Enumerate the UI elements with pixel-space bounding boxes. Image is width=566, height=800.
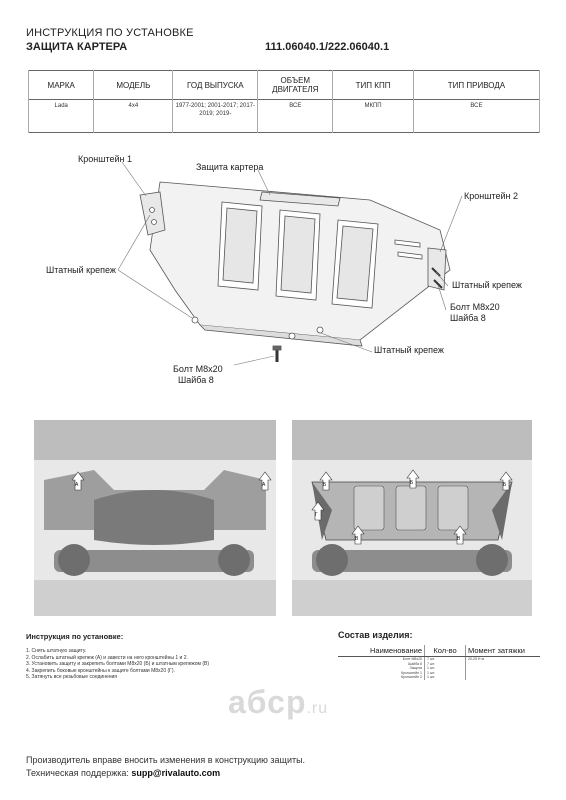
composition-qty: 7 шт. — [424, 656, 466, 662]
label-washer-right: Шайба 8 — [450, 313, 486, 323]
composition-title: Состав изделия: — [338, 630, 413, 640]
composition-row: Кронштейн 1 1 шт. — [338, 670, 540, 675]
composition-name: Защита — [409, 666, 422, 670]
composition-table: Наименование Кол-во Момент затяжки Болт … — [338, 645, 540, 680]
support-email-link[interactable]: supp@rivalauto.com — [131, 768, 221, 778]
spec-header-row: МАРКА МОДЕЛЬ ГОД ВЫПУСКА ОБЪЕМ ДВИГАТЕЛЯ… — [27, 70, 541, 100]
spec-cell: ВСЕ — [412, 99, 541, 133]
composition-header: Кол-во — [424, 645, 466, 657]
composition-name: Болт М8х20 — [402, 657, 422, 661]
label-bolt-right: Болт М8х20 — [450, 302, 500, 312]
label-std-fastener-bottom: Штатный крепеж — [374, 345, 444, 355]
composition-qty: 7 шт. — [424, 661, 466, 666]
composition-qty: 1 шт. — [424, 670, 466, 675]
instructions-list: 1. Снять штатную защиту. 2. Ослабить шта… — [26, 648, 209, 681]
label-std-fastener-right: Штатный крепеж — [452, 280, 522, 290]
bracket-2-shape — [427, 247, 447, 291]
label-guard: Защита картера — [196, 162, 264, 172]
spec-header: ТИП КПП — [332, 70, 414, 100]
marker-v-right: В — [457, 536, 461, 542]
composition-row: Кронштейн 2 1 шт. — [338, 675, 540, 680]
instruction-step: 4. Закрепить боковые кронштейны к защите… — [26, 667, 175, 674]
marker-a-right: А — [262, 482, 266, 488]
composition-name: Шайба 8 — [408, 661, 422, 666]
spec-header: ГОД ВЫПУСКА — [172, 70, 259, 100]
spec-header: МАРКА — [27, 70, 95, 100]
spec-cell: 4x4 — [93, 99, 174, 133]
spec-cell: 1977-2001; 2001-2017; 2017-2019; 2019- — [172, 99, 259, 133]
vehicle-spec-table: МАРКА МОДЕЛЬ ГОД ВЫПУСКА ОБЪЕМ ДВИГАТЕЛЯ… — [27, 70, 541, 133]
footer-support: Техническая поддержка: supp@rivalauto.co… — [26, 768, 220, 778]
marker-b-center: Б — [410, 480, 414, 486]
installation-photo-after: Б Б Б В В Г — [292, 420, 532, 616]
spec-cell: МКПП — [332, 99, 414, 133]
spec-cell: Lada — [27, 99, 95, 133]
composition-torque — [466, 675, 541, 680]
spec-header: МОДЕЛЬ — [93, 70, 174, 100]
watermark-logo: абср.ru — [228, 684, 328, 721]
watermark-brand: абср — [228, 684, 307, 720]
watermark-tld: .ru — [306, 700, 329, 717]
spec-row: Lada 4x4 1977-2001; 2001-2017; 2017-2019… — [27, 99, 541, 133]
composition-header: Момент затяжки — [465, 645, 540, 657]
instruction-step: 5. Затянуть все резьбовые соединения — [26, 674, 117, 680]
spec-header: ТИП ПРИВОДА — [412, 70, 541, 100]
product-title: ЗАЩИТА КАРТЕРА — [26, 41, 128, 53]
exploded-diagram — [117, 161, 463, 366]
spec-cell: ВСЕ — [257, 99, 334, 133]
label-washer-bottom: Шайба 8 — [178, 375, 214, 385]
support-label: Техническая поддержка: — [26, 768, 129, 778]
composition-qty: 1 шт. — [424, 666, 466, 671]
instruction-step: 1. Снять штатную защиту. — [26, 648, 87, 654]
instruction-step: 3. Установить защиту и закрепить болтами… — [26, 661, 210, 667]
composition-torque: 20-25 Н·м — [468, 657, 485, 661]
composition-row: Защита 1 шт. — [338, 666, 540, 671]
instructions-title: Инструкция по установке: — [26, 632, 124, 641]
marker-b-right: Б — [503, 482, 507, 488]
label-bracket-1: Кронштейн 1 — [78, 154, 132, 164]
composition-row: Шайба 8 7 шт. — [338, 661, 540, 666]
composition-name: Кронштейн 2 — [401, 675, 422, 679]
part-number: 111.06040.1/222.06040.1 — [265, 41, 390, 53]
installation-photo-before: А А — [34, 420, 276, 616]
marker-v-left: В — [355, 536, 359, 542]
marker-b-left: Б — [323, 482, 327, 488]
composition-qty: 1 шт. — [424, 675, 466, 680]
composition-name: Кронштейн 1 — [401, 670, 422, 675]
composition-header: Наименование — [338, 645, 425, 657]
spec-header: ОБЪЕМ ДВИГАТЕЛЯ — [257, 70, 334, 100]
label-bracket-2: Кронштейн 2 — [464, 191, 518, 201]
instruction-step: 2. Ослабить штатный крепеж (А) и завести… — [26, 654, 188, 661]
label-bolt-bottom: Болт М8х20 — [173, 364, 223, 374]
instruction-heading: ИНСТРУКЦИЯ ПО УСТАНОВКЕ — [26, 27, 194, 39]
marker-g: Г — [315, 512, 318, 518]
composition-row: Болт М8х20 7 шт. 20-25 Н·м — [338, 656, 540, 662]
bracket-1-shape — [139, 191, 166, 236]
composition-header-row: Наименование Кол-во Момент затяжки — [338, 645, 540, 657]
label-std-fastener-left: Штатный крепеж — [46, 265, 116, 275]
marker-a-left: А — [75, 482, 79, 488]
footer-disclaimer: Производитель вправе вносить изменения в… — [26, 755, 306, 765]
